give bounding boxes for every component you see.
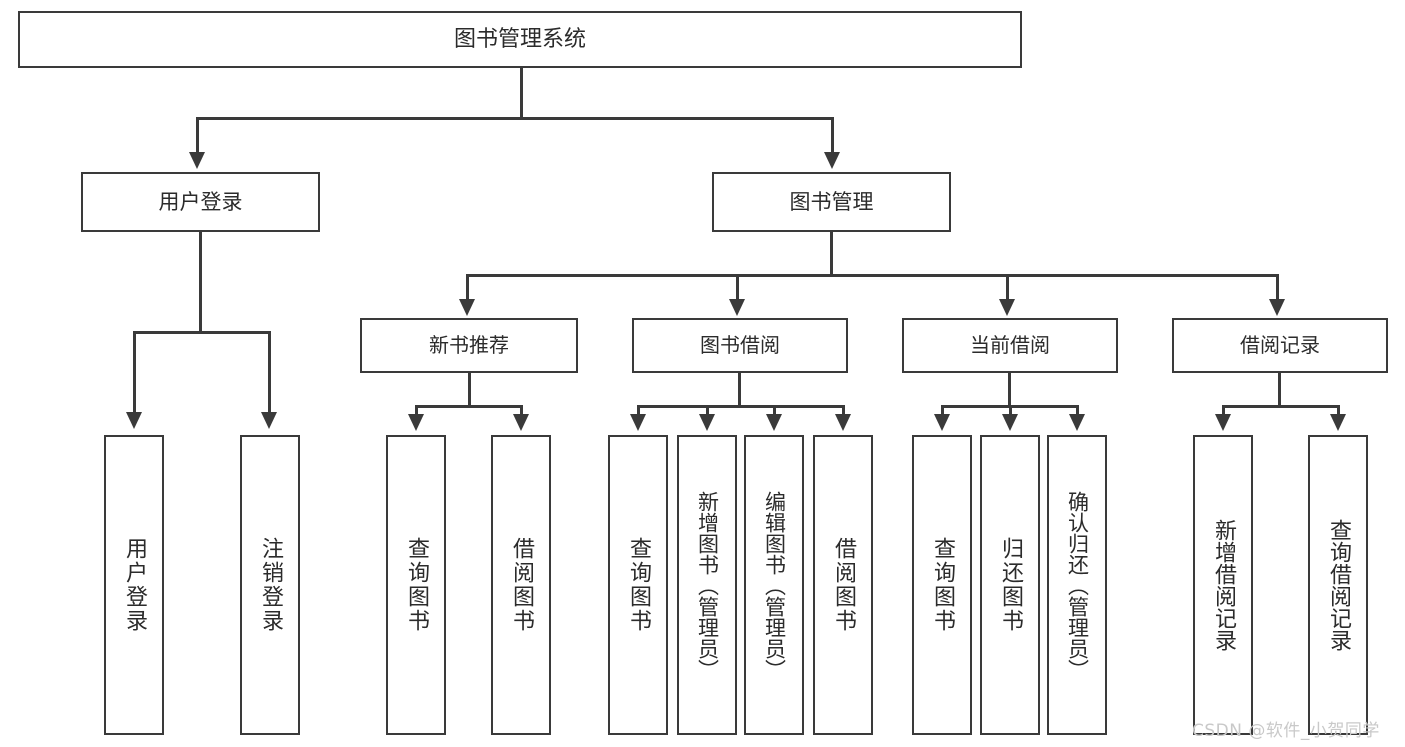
connector-login-to-leaf2	[268, 331, 271, 415]
connector-record-bar	[1222, 405, 1338, 408]
arrow-bookmgmt-to-lvl2-4	[1269, 299, 1285, 316]
connector-recommend-to-leaf2	[520, 405, 523, 417]
leaf-user-login[interactable]: 用户登录	[104, 435, 164, 735]
node-borrow-record[interactable]: 借阅记录	[1172, 318, 1388, 373]
leaf-recommend-query-book[interactable]: 查询图书	[386, 435, 446, 735]
connector-bookmgmt-bar	[466, 274, 1278, 277]
connector-borrow-bar	[637, 405, 845, 408]
connector-root-bar	[196, 117, 834, 120]
connector-bookmgmt-to-lvl2-1	[466, 274, 469, 302]
connector-bookmgmt-to-lvl2-3	[1006, 274, 1009, 302]
node-label: 图书借阅	[700, 332, 780, 357]
node-label: 当前借阅	[970, 332, 1050, 357]
node-label: 查询图书	[626, 537, 651, 633]
connector-current-to-leaf1	[941, 405, 944, 417]
node-label: 用户登录	[122, 537, 147, 633]
connector-record-to-leaf1	[1222, 405, 1225, 417]
node-label: 确认归还（管理员）	[1065, 490, 1090, 680]
node-user-login[interactable]: 用户登录	[81, 172, 320, 232]
leaf-current-query-book[interactable]: 查询图书	[912, 435, 972, 735]
arrow-borrow-to-leaf1	[630, 414, 646, 431]
connector-bookmgmt-to-lvl2-2	[736, 274, 739, 302]
node-label: 查询借阅记录	[1326, 519, 1351, 651]
connector-current-to-leaf3	[1076, 405, 1079, 417]
connector-recommend-bar	[415, 405, 523, 408]
node-label: 注销登录	[258, 537, 283, 633]
leaf-current-return-book[interactable]: 归还图书	[980, 435, 1040, 735]
node-book-borrow[interactable]: 图书借阅	[632, 318, 848, 373]
leaf-record-query-record[interactable]: 查询借阅记录	[1308, 435, 1368, 735]
node-book-management[interactable]: 图书管理	[712, 172, 951, 232]
arrow-current-to-leaf1	[934, 414, 950, 431]
connector-record-to-leaf2	[1337, 405, 1340, 417]
connector-borrow-to-leaf4	[842, 405, 845, 417]
connector-login-bar	[133, 331, 271, 334]
arrow-borrow-to-leaf4	[835, 414, 851, 431]
arrow-root-to-login	[189, 152, 205, 169]
node-label: 图书管理	[789, 189, 874, 214]
leaf-borrow-borrow-book[interactable]: 借阅图书	[813, 435, 873, 735]
node-label: 借阅图书	[509, 537, 534, 633]
connector-root-stem	[520, 68, 523, 117]
node-label: 借阅记录	[1240, 332, 1320, 357]
connector-root-to-bookmgmt	[831, 117, 834, 155]
connector-login-stem	[199, 232, 202, 333]
node-label: 图书管理系统	[453, 26, 586, 52]
leaf-recommend-borrow-book[interactable]: 借阅图书	[491, 435, 551, 735]
node-new-book-recommend[interactable]: 新书推荐	[360, 318, 578, 373]
node-label: 编辑图书（管理员）	[762, 490, 787, 680]
leaf-user-logout[interactable]: 注销登录	[240, 435, 300, 735]
leaf-record-add-record[interactable]: 新增借阅记录	[1193, 435, 1253, 735]
arrow-root-to-bookmgmt	[824, 152, 840, 169]
node-root-system[interactable]: 图书管理系统	[18, 11, 1022, 68]
node-label: 归还图书	[998, 537, 1023, 633]
node-label: 查询图书	[930, 537, 955, 633]
node-label: 新书推荐	[429, 332, 509, 357]
arrow-current-to-leaf2	[1002, 414, 1018, 431]
connector-recommend-to-leaf1	[415, 405, 418, 417]
connector-recommend-stem	[468, 373, 471, 407]
arrow-recommend-to-leaf1	[408, 414, 424, 431]
arrow-recommend-to-leaf2	[513, 414, 529, 431]
node-current-borrow[interactable]: 当前借阅	[902, 318, 1118, 373]
arrow-bookmgmt-to-lvl2-3	[999, 299, 1015, 316]
connector-borrow-to-leaf2	[706, 405, 709, 417]
connector-borrow-to-leaf1	[637, 405, 640, 417]
arrow-borrow-to-leaf2	[699, 414, 715, 431]
node-label: 查询图书	[404, 537, 429, 633]
node-label: 新增图书（管理员）	[695, 490, 720, 680]
arrow-bookmgmt-to-lvl2-1	[459, 299, 475, 316]
node-label: 新增借阅记录	[1211, 519, 1236, 651]
connector-root-to-login	[196, 117, 199, 155]
arrow-bookmgmt-to-lvl2-2	[729, 299, 745, 316]
arrow-record-to-leaf2	[1330, 414, 1346, 431]
connector-current-to-leaf2	[1009, 405, 1012, 417]
connector-current-stem	[1008, 373, 1011, 407]
leaf-borrow-add-book[interactable]: 新增图书（管理员）	[677, 435, 737, 735]
leaf-borrow-query-book[interactable]: 查询图书	[608, 435, 668, 735]
arrow-borrow-to-leaf3	[766, 414, 782, 431]
arrow-login-to-leaf2	[261, 412, 277, 429]
arrow-current-to-leaf3	[1069, 414, 1085, 431]
connector-borrow-stem	[738, 373, 741, 407]
connector-record-stem	[1278, 373, 1281, 407]
node-label: 借阅图书	[831, 537, 856, 633]
connector-bookmgmt-stem	[830, 232, 833, 276]
connector-borrow-to-leaf3	[773, 405, 776, 417]
connector-login-to-leaf1	[133, 331, 136, 415]
leaf-borrow-edit-book[interactable]: 编辑图书（管理员）	[744, 435, 804, 735]
connector-bookmgmt-to-lvl2-4	[1276, 274, 1279, 302]
arrow-login-to-leaf1	[126, 412, 142, 429]
arrow-record-to-leaf1	[1215, 414, 1231, 431]
node-label: 用户登录	[158, 189, 243, 214]
leaf-current-confirm-return[interactable]: 确认归还（管理员）	[1047, 435, 1107, 735]
